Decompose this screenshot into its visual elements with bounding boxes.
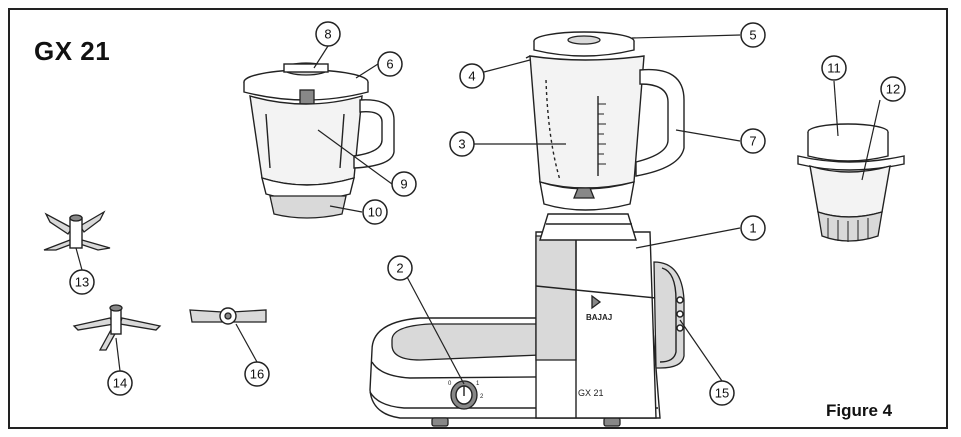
svg-text:1: 1: [749, 221, 756, 236]
svg-text:6: 6: [386, 57, 393, 72]
brand-logo-icon: [591, 294, 602, 310]
motor-base: 0 1 2 BAJAJ GX 21: [369, 213, 685, 427]
multipurpose-jar: [243, 62, 395, 219]
callout-16: 16: [244, 361, 270, 387]
svg-text:12: 12: [886, 82, 900, 97]
svg-text:11: 11: [827, 61, 841, 76]
svg-text:1: 1: [476, 381, 480, 387]
svg-text:10: 10: [368, 205, 382, 220]
figure-caption: Figure 4: [826, 401, 893, 420]
speed-knob: 0 1 2: [448, 380, 484, 410]
blade-assembly-14: [72, 304, 162, 351]
svg-text:7: 7: [749, 134, 756, 149]
model-title: GX 21: [34, 36, 111, 66]
chutney-jar: [797, 123, 905, 242]
callout-4: 4: [459, 63, 485, 89]
svg-text:4: 4: [468, 69, 475, 84]
blender-jar: [525, 31, 685, 211]
callout-13: 13: [69, 269, 95, 295]
callout-8: 8: [315, 21, 341, 47]
callout-11: 11: [821, 55, 847, 81]
figure-frame: [8, 8, 948, 429]
model-badge: GX 21: [578, 388, 604, 398]
callout-3: 3: [449, 131, 475, 157]
callout-1: 1: [740, 215, 766, 241]
svg-text:5: 5: [749, 28, 756, 43]
leader-lines: [75, 34, 881, 385]
svg-text:9: 9: [400, 177, 407, 192]
callout-9: 9: [391, 171, 417, 197]
callout-10: 10: [362, 199, 388, 225]
svg-text:3: 3: [458, 137, 465, 152]
callout-2: 2: [387, 255, 413, 281]
svg-text:14: 14: [113, 376, 127, 391]
blade-assembly-16: [189, 307, 267, 325]
callout-12: 12: [880, 76, 906, 102]
callout-15: 15: [709, 380, 735, 406]
svg-text:13: 13: [75, 275, 89, 290]
blade-assembly-13: [43, 210, 111, 251]
svg-text:16: 16: [250, 367, 264, 382]
svg-text:2: 2: [480, 394, 484, 400]
callout-14: 14: [107, 370, 133, 396]
callout-7: 7: [740, 128, 766, 154]
brand-name: BAJAJ: [586, 313, 612, 322]
svg-text:8: 8: [324, 27, 331, 42]
callout-5: 5: [740, 22, 766, 48]
callout-6: 6: [377, 51, 403, 77]
svg-text:0: 0: [448, 381, 452, 387]
svg-text:15: 15: [715, 386, 729, 401]
svg-text:2: 2: [396, 261, 403, 276]
